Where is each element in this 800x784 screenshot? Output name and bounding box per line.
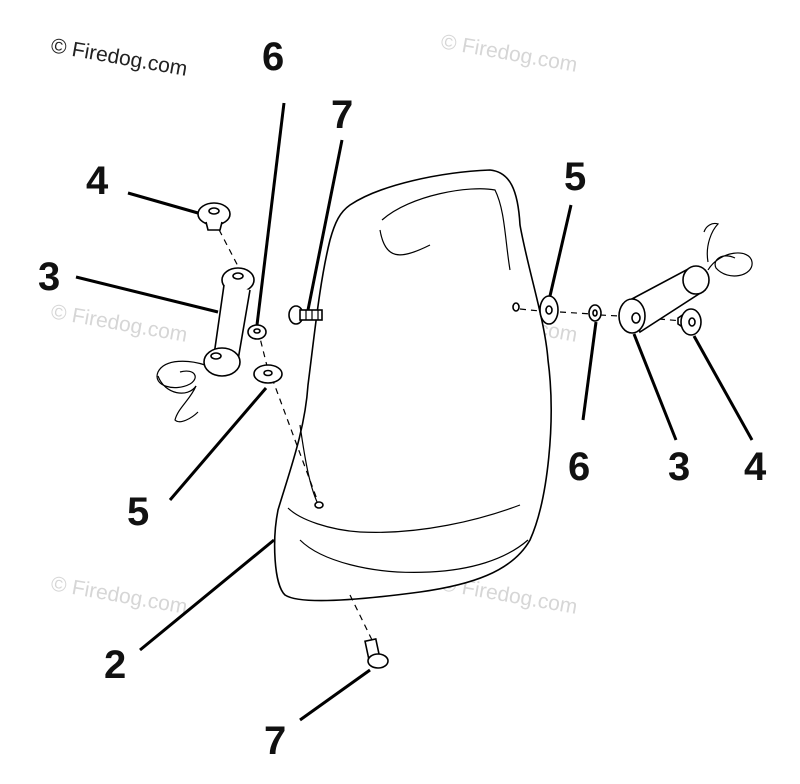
callout-6-right: 6 [568,445,590,489]
spring-bracket-right [618,222,753,334]
assembly-line [349,594,373,641]
washer-right [539,295,559,325]
leader-line [632,333,678,441]
callout-2-seat: 2 [104,643,126,687]
spring-bracket-left [156,267,255,423]
bolt-top [288,305,323,325]
bolt-bottom [364,638,389,669]
callout-5-left: 5 [127,490,149,534]
assembly-line [257,329,269,371]
leader-line [75,275,219,314]
callout-3-right: 3 [668,445,690,489]
watermark-primary: © Firedog.com [49,34,189,81]
leader-line [168,387,268,501]
leader-line [255,102,286,326]
watermark-faint: © Firedog.com [49,300,189,347]
leader-line [692,335,754,441]
callout-6-left: 6 [262,35,284,79]
knob-right [677,308,702,336]
watermark-faint: © Firedog.com [439,30,579,77]
assembly-line [559,311,593,315]
leader-line [127,191,199,215]
nut-left [247,324,267,340]
watermark-faint: © Firedog.com [49,572,189,619]
leader-line [306,139,344,311]
callout-4-right: 4 [744,445,767,489]
knob-left [197,202,231,231]
callout-3-left: 3 [38,255,60,299]
assembly-line [599,314,621,317]
leader-line [581,321,598,421]
assembly-line [271,377,319,503]
leader-line [548,204,573,297]
nut-right [588,304,602,322]
assembly-line [519,308,541,312]
callout-7-bottom: 7 [264,719,286,763]
leader-line [139,538,275,652]
callout-7-top: 7 [331,93,353,137]
callout-4-left: 4 [86,159,109,203]
callout-5-right: 5 [564,155,586,199]
seat-part [273,169,552,602]
assembly-line [213,219,241,271]
washer-left [253,364,283,384]
leader-line [299,668,371,722]
